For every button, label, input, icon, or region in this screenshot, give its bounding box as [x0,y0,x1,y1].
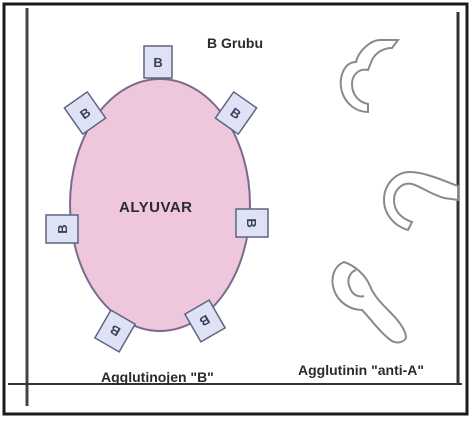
group-title: B Grubu [207,35,263,51]
antigen-letter: B [55,224,70,233]
antigen-marker: B [236,209,268,237]
antigen-letter: B [153,55,162,70]
antigen-letter: B [244,218,259,227]
antibody-icon [341,40,398,112]
agglutinin-label: Agglutinin "anti-A" [298,362,424,378]
antigen-marker: B [46,215,78,243]
antigen-marker: B [144,46,172,78]
antibody-icon [384,172,458,230]
antibody-group [332,40,458,343]
agglutinogen-label: Agglutinojen "B" [101,369,214,385]
cell-label: ALYUVAR [119,199,193,216]
antibody-icon [332,262,406,343]
